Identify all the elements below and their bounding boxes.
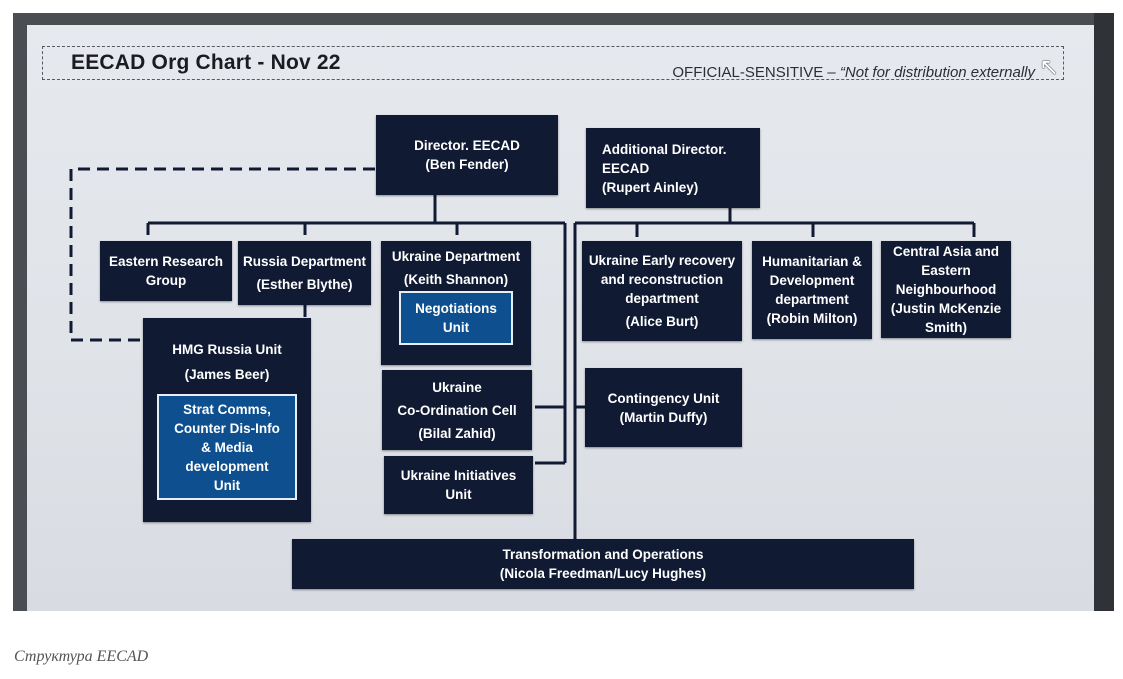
org-chart-slide: EECAD Org Chart - Nov 22 OFFICIAL-SENSIT…	[27, 25, 1107, 611]
ukraine-initiatives-title: Ukraine Initiatives	[400, 468, 517, 483]
connector-lines	[69, 167, 976, 539]
contingency-unit-title: Contingency Unit	[607, 390, 720, 406]
strat-comms-line: Unit	[213, 477, 241, 493]
classification-label: OFFICIAL-SENSITIVE – “Not for distributi…	[672, 64, 1035, 81]
eastern-research-title: Eastern Research	[108, 254, 224, 269]
strat-comms-line: Strat Comms,	[183, 401, 271, 417]
hmg-russia-unit-person: (James Beer)	[184, 367, 270, 382]
ukraine-coordination-title: Ukraine	[432, 379, 482, 395]
ukraine-coordination-title2: Co-Ordination Cell	[397, 402, 517, 418]
humanitarian-node: Humanitarian & Development department (R…	[752, 241, 872, 339]
ukraine-recovery-line: and reconstruction	[600, 272, 724, 287]
central-asia-line: Smith)	[925, 320, 967, 335]
ukraine-recovery-line: department	[625, 291, 699, 306]
director-node: Director. EECAD (Ben Fender)	[376, 115, 558, 195]
photo-frame: EECAD Org Chart - Nov 22 OFFICIAL-SENSIT…	[13, 13, 1114, 611]
hmg-russia-unit-title: HMG Russia Unit	[172, 342, 282, 357]
additional-director-title: Additional Director.	[602, 141, 727, 157]
central-asia-line: Eastern	[921, 263, 971, 278]
additional-director-person: (Rupert Ainley)	[602, 179, 699, 195]
negotiations-unit-node: Negotiations Unit	[399, 291, 513, 345]
strat-comms-line: development	[185, 458, 269, 474]
strat-comms-unit-node: Strat Comms, Counter Dis-Info & Media de…	[157, 394, 297, 500]
russia-department-title: Russia Department	[242, 254, 367, 269]
monitor-edge	[1094, 13, 1114, 611]
mouse-cursor-icon: ↖	[1039, 54, 1060, 81]
transformation-node: Transformation and Operations (Nicola Fr…	[292, 539, 914, 589]
transformation-person: (Nicola Freedman/Lucy Hughes)	[499, 566, 707, 581]
humanitarian-line: Development	[769, 273, 855, 288]
ukraine-initiatives-title2: Unit	[445, 487, 472, 502]
ukraine-initiatives-node: Ukraine Initiatives Unit	[384, 456, 533, 514]
russia-department-node: Russia Department (Esther Blythe)	[238, 241, 371, 305]
ukraine-department-title: Ukraine Department	[391, 249, 521, 264]
director-title: Director. EECAD	[414, 138, 520, 153]
chart-title: EECAD Org Chart - Nov 22	[71, 51, 341, 74]
contingency-unit-node: Contingency Unit (Martin Duffy)	[585, 368, 742, 447]
central-asia-node: Central Asia and Eastern Neighbourhood (…	[881, 241, 1011, 338]
transformation-title: Transformation and Operations	[502, 547, 704, 562]
central-asia-line: Neighbourhood	[895, 282, 997, 297]
ukraine-coordination-person: (Bilal Zahid)	[418, 425, 496, 441]
ukraine-recovery-line: Ukraine Early recovery	[588, 253, 736, 268]
eastern-research-title2: Group	[145, 273, 187, 288]
ukraine-department-node: Ukraine Department (Keith Shannon) Negot…	[381, 241, 531, 365]
eastern-research-node: Eastern Research Group	[100, 241, 232, 301]
additional-director-node: Additional Director. EECAD (Rupert Ainle…	[586, 128, 760, 208]
director-person: (Ben Fender)	[425, 157, 509, 172]
central-asia-line: Central Asia and	[892, 244, 1000, 259]
ukraine-recovery-person: (Alice Burt)	[625, 314, 699, 329]
central-asia-line: (Justin McKenzie	[890, 301, 1002, 316]
ukraine-department-person: (Keith Shannon)	[403, 272, 509, 287]
humanitarian-line: Humanitarian &	[762, 254, 862, 269]
humanitarian-line: department	[775, 292, 849, 307]
strat-comms-line: Counter Dis-Info	[174, 420, 280, 436]
additional-director-title2: EECAD	[602, 160, 650, 176]
russia-department-person: (Esther Blythe)	[256, 277, 353, 292]
humanitarian-person: (Robin Milton)	[766, 311, 858, 326]
hmg-russia-unit-node: HMG Russia Unit (James Beer) Strat Comms…	[143, 318, 311, 522]
header-border	[42, 46, 1064, 80]
ukraine-coordination-node: Ukraine Co-Ordination Cell (Bilal Zahid)	[382, 370, 532, 450]
negotiations-unit-title: Negotiations	[415, 301, 497, 316]
ukraine-recovery-node: Ukraine Early recovery and reconstructio…	[582, 241, 742, 341]
strat-comms-line: & Media	[201, 439, 253, 455]
negotiations-unit-title2: Unit	[442, 320, 470, 335]
contingency-unit-person: (Martin Duffy)	[619, 409, 708, 425]
image-caption: Структура EECAD	[14, 648, 149, 665]
